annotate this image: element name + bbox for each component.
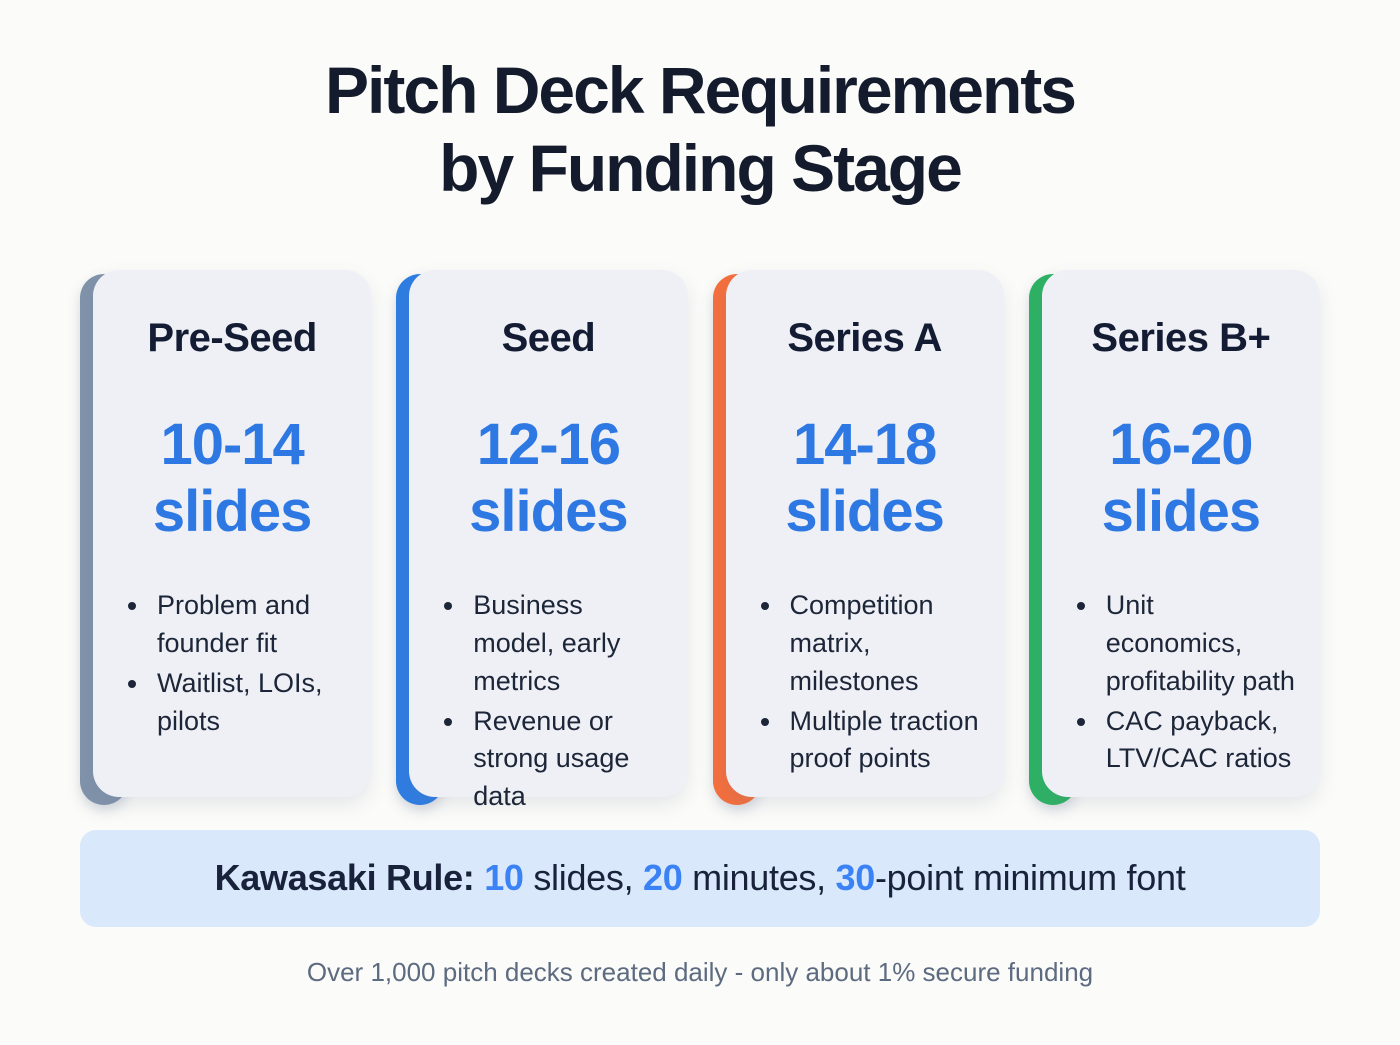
card-series-a: Series A 14-18 slides Competition matrix…	[712, 269, 1004, 805]
stage-title: Seed	[501, 315, 596, 360]
bullet-list: Unit economics, profitability path CAC p…	[1066, 587, 1296, 778]
card-body: Pre-Seed 10-14 slides Problem and founde…	[93, 269, 372, 797]
rule-minutes-text: minutes,	[682, 857, 836, 899]
bullet-item: Competition matrix, milestones	[784, 587, 980, 700]
rule-slides-number: 10	[484, 857, 524, 899]
slides-label: slides	[1101, 479, 1261, 545]
rule-font-text: -point minimum font	[874, 857, 1186, 899]
stage-title: Series B+	[1091, 315, 1271, 360]
stage-title: Pre-Seed	[147, 315, 317, 360]
slide-range: 14-18	[792, 411, 937, 477]
slide-range: 16-20	[1109, 411, 1253, 477]
bullet-list: Competition matrix, milestones Multiple …	[750, 587, 980, 778]
funding-stage-cards: Pre-Seed 10-14 slides Problem and founde…	[80, 269, 1320, 811]
bullet-item: Problem and founder fit	[151, 587, 347, 663]
slide-count: 16-20 slides	[1066, 411, 1296, 546]
bullet-item: Business model, early metrics	[467, 587, 663, 700]
page-title-line1: Pitch Deck Requirements	[325, 53, 1077, 127]
bullet-list: Business model, early metrics Revenue or…	[433, 587, 663, 816]
slide-range: 10-14	[160, 411, 304, 477]
stage-title: Series A	[787, 315, 942, 360]
slide-count: 10-14 slides	[117, 411, 347, 546]
bullet-item: Waitlist, LOIs, pilots	[151, 665, 347, 741]
slide-count: 12-16 slides	[433, 411, 663, 546]
card-seed: Seed 12-16 slides Business model, early …	[396, 269, 688, 811]
slide-range: 12-16	[476, 411, 621, 477]
rule-slides-text: slides,	[523, 857, 644, 899]
bullet-item: CAC payback, LTV/CAC ratios	[1100, 703, 1296, 779]
kawasaki-rule-banner: Kawasaki Rule: 10 slides, 20 minutes, 30…	[80, 829, 1320, 927]
footer-stat: Over 1,000 pitch decks created daily - o…	[306, 956, 1094, 987]
bullet-item: Multiple traction proof points	[784, 703, 980, 779]
page-title-line2: by Funding Stage	[439, 130, 963, 205]
banner-text: Kawasaki Rule: 10 slides, 20 minutes, 30…	[215, 857, 1186, 899]
bullet-item: Unit economics, profitability path	[1100, 587, 1296, 700]
bullet-item: Revenue or strong usage data	[467, 703, 663, 816]
rule-minutes-number: 20	[643, 857, 683, 899]
rule-font-number: 30	[835, 857, 876, 899]
page-title: Pitch Deck Requirements by Funding Stage	[80, 52, 1320, 208]
slide-count: 14-18 slides	[750, 411, 980, 546]
card-body: Seed 12-16 slides Business model, early …	[409, 269, 688, 811]
slides-label: slides	[785, 479, 944, 545]
slides-label: slides	[469, 479, 628, 545]
card-body: Series B+ 16-20 slides Unit economics, p…	[1041, 269, 1320, 797]
slides-label: slides	[152, 479, 312, 545]
bullet-list: Problem and founder fit Waitlist, LOIs, …	[117, 587, 347, 740]
card-pre-seed: Pre-Seed 10-14 slides Problem and founde…	[80, 269, 372, 805]
card-body: Series A 14-18 slides Competition matrix…	[725, 269, 1004, 797]
rule-label: Kawasaki Rule:	[214, 857, 485, 899]
card-series-b-plus: Series B+ 16-20 slides Unit economics, p…	[1028, 269, 1320, 805]
